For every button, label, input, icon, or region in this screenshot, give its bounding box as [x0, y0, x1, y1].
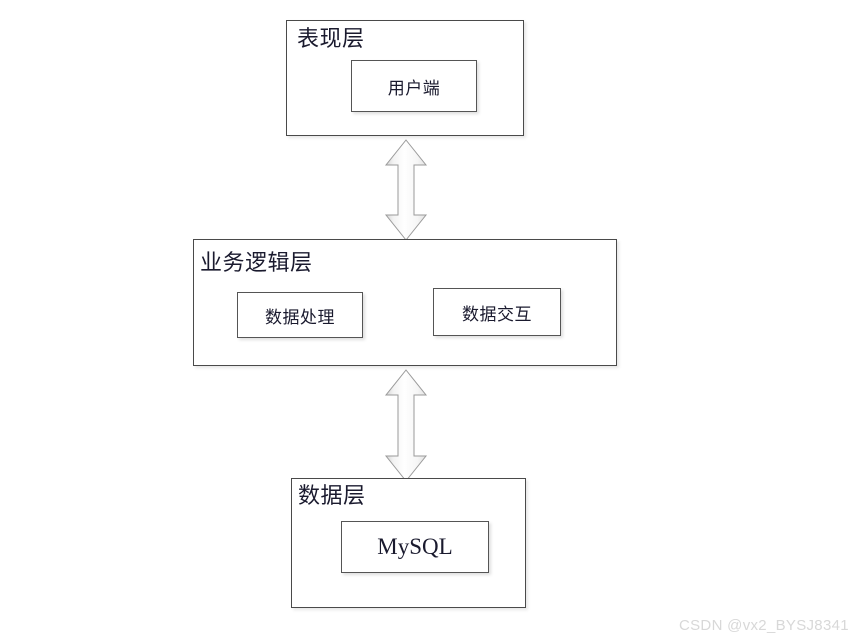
component-label-data-interaction: 数据交互	[462, 304, 532, 324]
component-label-data-processing: 数据处理	[265, 307, 335, 327]
connector-business-to-data	[384, 369, 428, 482]
layer-title-data: 数据层	[298, 483, 366, 508]
layer-title-business-logic: 业务逻辑层	[200, 250, 313, 275]
component-label-mysql: MySQL	[377, 534, 453, 559]
watermark-text: CSDN @vx2_BYSJ8341	[679, 617, 849, 634]
component-box-data-processing[interactable]: 数据处理	[237, 292, 363, 338]
layer-title-presentation: 表现层	[297, 26, 365, 51]
component-box-mysql[interactable]: MySQL	[341, 521, 489, 573]
component-label-client: 用户端	[387, 78, 441, 98]
component-box-data-interaction[interactable]: 数据交互	[433, 288, 561, 336]
component-box-client[interactable]: 用户端	[351, 60, 477, 112]
connector-presentation-to-business	[384, 139, 428, 241]
